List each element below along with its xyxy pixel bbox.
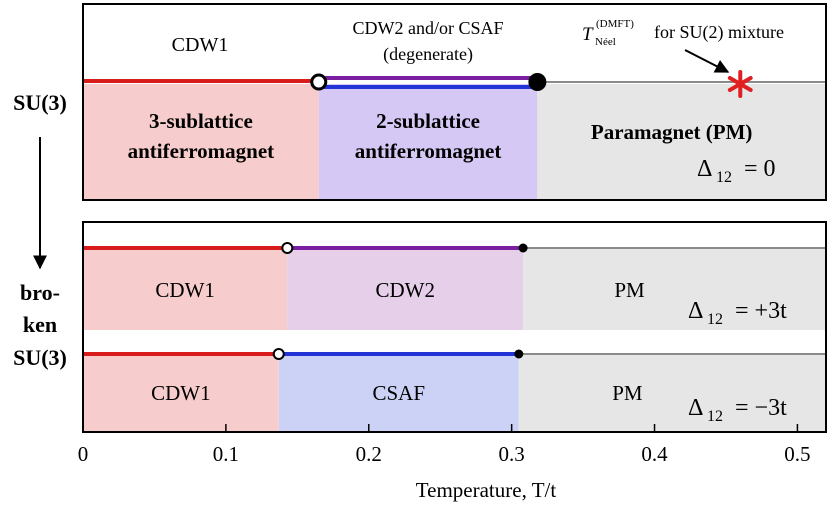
bot-region-csaf bbox=[278, 355, 519, 432]
su3-broken-label: SU(3) bbox=[13, 345, 67, 370]
top-delta-value: = 0 bbox=[744, 156, 776, 182]
neel-arrow bbox=[684, 49, 730, 73]
su3-label: SU(3) bbox=[13, 90, 67, 115]
top-panel-frame bbox=[82, 3, 827, 201]
mid-delta-label: Δ 12 = +3t bbox=[688, 298, 787, 328]
mid-region-cdw1 bbox=[83, 249, 288, 330]
top-closed-transition-marker bbox=[528, 73, 547, 91]
top-region2-label-line1: 2-sublattice bbox=[376, 109, 480, 133]
bot-cdw1-label: CDW1 bbox=[151, 381, 211, 405]
mid-closed-transition-marker bbox=[518, 243, 528, 253]
top-region1-label-line1: 3-sublattice bbox=[149, 109, 253, 133]
bot-pm-label: PM bbox=[612, 381, 643, 405]
mid-cdw2-label: CDW2 bbox=[375, 278, 435, 302]
mid-region-cdw2 bbox=[287, 249, 524, 330]
top-region3-label: Paramagnet (PM) bbox=[591, 120, 753, 144]
mid-panel: CDW1 CDW2 PM Δ 12 = +3t bbox=[83, 242, 826, 330]
x-tick-label: 0.3 bbox=[499, 442, 525, 466]
mid-pm-label: PM bbox=[614, 278, 645, 302]
neel-symbol: T bbox=[582, 24, 594, 45]
top-delta-label: Δ 12 = 0 bbox=[697, 156, 776, 186]
neel-annotation: T (DMFT) Néel for SU(2) mixture bbox=[582, 18, 784, 98]
mid-delta-value: = +3t bbox=[735, 298, 787, 324]
x-tick-label: 0.1 bbox=[213, 442, 239, 466]
mid-open-transition-marker bbox=[281, 242, 294, 254]
bot-delta-value: = −3t bbox=[735, 395, 787, 421]
neel-suffix: for SU(2) mixture bbox=[654, 22, 784, 43]
bot-delta-subscript: 12 bbox=[707, 408, 723, 425]
lower-panel-frame bbox=[82, 221, 827, 433]
neel-star-marker bbox=[727, 70, 753, 98]
broken-label-line1: bro- bbox=[20, 280, 60, 305]
mid-cdw1-label: CDW1 bbox=[155, 278, 215, 302]
x-tick-label: 0 bbox=[78, 442, 89, 466]
mid-delta-subscript: 12 bbox=[707, 311, 723, 328]
x-tick-label: 0.5 bbox=[784, 442, 810, 466]
top-region-3-sublattice bbox=[83, 84, 319, 200]
bot-delta-symbol: Δ bbox=[688, 395, 703, 421]
bot-closed-transition-marker bbox=[514, 349, 524, 359]
top-delta-symbol: Δ bbox=[697, 156, 712, 182]
bot-panel: CDW1 CSAF PM Δ 12 = −3t bbox=[83, 348, 826, 432]
top-open-transition-marker bbox=[310, 73, 328, 91]
neel-superscript: (DMFT) bbox=[596, 18, 634, 30]
top-region2-label-line2: antiferromagnet bbox=[355, 139, 502, 163]
neel-subscript: Néel bbox=[595, 36, 616, 48]
x-axis: 0 0.1 0.2 0.3 0.4 0.5 bbox=[78, 424, 811, 466]
top-delta-subscript: 12 bbox=[716, 169, 732, 186]
bot-csaf-label: CSAF bbox=[373, 381, 426, 405]
left-labels: SU(3) bro- ken SU(3) bbox=[13, 90, 67, 370]
top-region-2-sublattice bbox=[318, 84, 538, 200]
top-cdw2-csaf-label-line2: (degenerate) bbox=[383, 44, 473, 65]
top-panel: CDW1 CDW2 and/or CSAF (degenerate) T (DM… bbox=[82, 3, 827, 201]
bot-open-transition-marker bbox=[272, 348, 285, 360]
top-region-paramagnet bbox=[537, 84, 826, 200]
mid-delta-symbol: Δ bbox=[688, 298, 703, 324]
top-cdw1-label: CDW1 bbox=[172, 34, 229, 56]
top-region1-label-line2: antiferromagnet bbox=[128, 139, 275, 163]
x-axis-label: Temperature, T/t bbox=[416, 478, 557, 502]
bot-delta-label: Δ 12 = −3t bbox=[688, 395, 787, 425]
bot-region-cdw1 bbox=[83, 355, 279, 432]
x-tick-label: 0.2 bbox=[356, 442, 382, 466]
bot-region-pm bbox=[518, 355, 826, 432]
top-cdw2-csaf-label-line1: CDW2 and/or CSAF bbox=[353, 18, 504, 38]
broken-label-line2: ken bbox=[23, 312, 57, 337]
mid-region-pm bbox=[523, 249, 826, 330]
x-tick-label: 0.4 bbox=[641, 442, 668, 466]
